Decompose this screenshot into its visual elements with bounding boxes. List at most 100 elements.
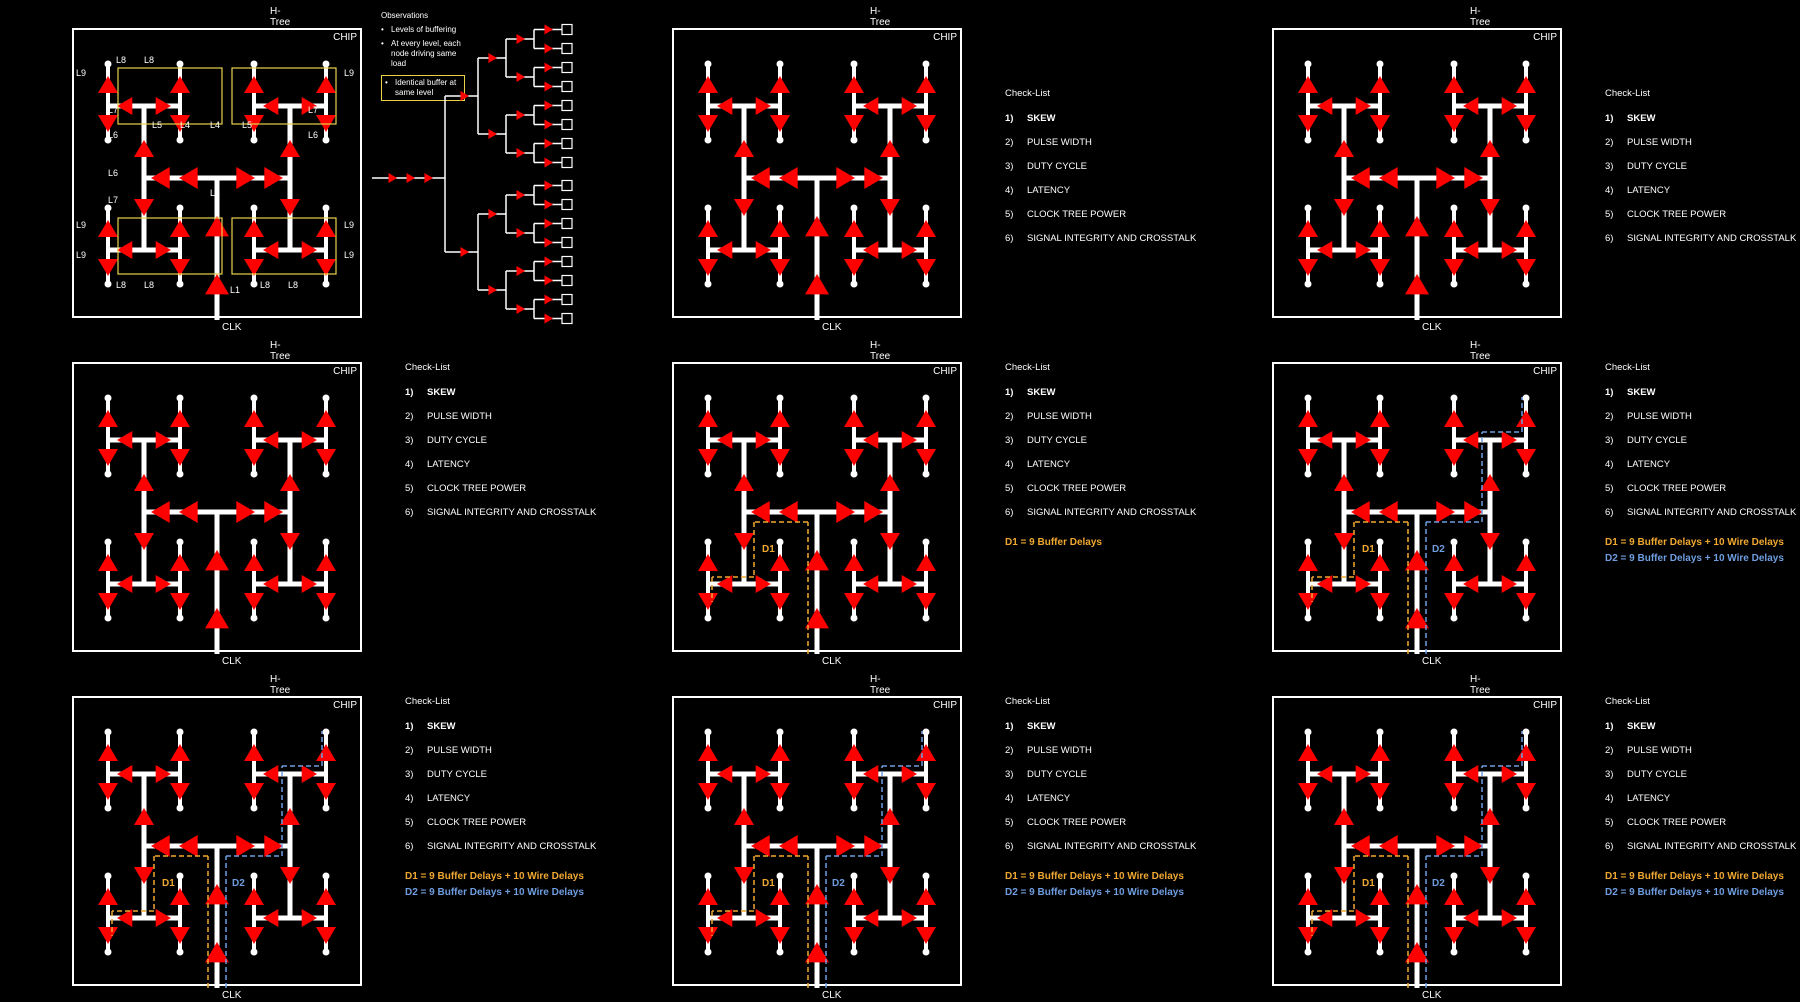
sink-node xyxy=(1304,204,1312,212)
buffer-triangle xyxy=(544,180,553,191)
sink-node xyxy=(1304,470,1312,478)
buffer-triangle xyxy=(170,76,190,93)
checklist-item-skew: 1)SKEW xyxy=(1605,721,1656,732)
d1-path-label: D1 xyxy=(162,878,175,889)
flop-box xyxy=(561,198,573,211)
buffer-triangle xyxy=(880,867,900,884)
htree-title: H-Tree xyxy=(270,674,291,696)
buffer-triangle xyxy=(544,313,553,324)
buffer-triangle xyxy=(316,76,336,93)
sink-node xyxy=(850,872,858,880)
buffer-triangle xyxy=(1334,199,1354,216)
buffer-triangle xyxy=(1516,115,1536,132)
buffer-triangle xyxy=(170,410,190,427)
sink-node xyxy=(1304,948,1312,956)
buffer-triangle xyxy=(280,140,300,157)
sink-node xyxy=(1304,804,1312,812)
sink-node xyxy=(104,804,112,812)
buffer-triangle xyxy=(516,110,525,120)
buffer-triangle xyxy=(1501,241,1517,259)
buffer-triangle xyxy=(779,501,798,523)
checklist-item-signal-integrity: 6)SIGNAL INTEGRITY AND CROSSTALK xyxy=(405,507,597,518)
d1-delay-summary: D1 = 9 Buffer Delays + 10 Wire Delays xyxy=(1605,871,1784,882)
level-box xyxy=(117,67,223,125)
level-box xyxy=(117,217,223,275)
checklist-item-pulse-width: 2)PULSE WIDTH xyxy=(1005,137,1092,148)
buffer-triangle xyxy=(734,140,754,157)
flop-box xyxy=(561,312,573,325)
checklist-item-signal-integrity: 6)SIGNAL INTEGRITY AND CROSSTALK xyxy=(1005,841,1197,852)
buffer-triangle xyxy=(244,220,264,237)
sink-node xyxy=(104,728,112,736)
buffer-triangle xyxy=(179,835,198,857)
level-label: L8 xyxy=(260,280,270,290)
sink-node xyxy=(850,470,858,478)
buffer-triangle xyxy=(863,765,879,783)
level-label: L9 xyxy=(344,68,354,78)
checklist-item-pulse-width: 2)PULSE WIDTH xyxy=(1605,137,1692,148)
buffer-triangle xyxy=(734,474,754,491)
buffer-triangle xyxy=(1501,909,1517,927)
buffer-triangle xyxy=(717,765,733,783)
buffer-triangle xyxy=(117,909,133,927)
d1-path-label: D1 xyxy=(762,544,775,555)
buffer-triangle xyxy=(1370,554,1390,571)
sink-node xyxy=(922,728,930,736)
buffer-triangle xyxy=(844,554,864,571)
checklist-item-signal-integrity: 6)SIGNAL INTEGRITY AND CROSSTALK xyxy=(405,841,597,852)
sink-node xyxy=(776,948,784,956)
level-label: L9 xyxy=(344,250,354,260)
buffer-triangle xyxy=(488,129,497,139)
checklist-title: Check-List xyxy=(1005,362,1050,373)
buffer-triangle xyxy=(1405,608,1429,629)
flop-box xyxy=(561,236,573,249)
checklist: Check-List 1)SKEW 2)PULSE WIDTH 3)DUTY C… xyxy=(1605,88,1796,257)
checklist-item-latency: 4)LATENCY xyxy=(1005,185,1071,196)
buffer-triangle xyxy=(316,927,336,944)
clk-label: CLK xyxy=(222,990,242,1001)
buffer-triangle xyxy=(916,410,936,427)
buffer-triangle xyxy=(1370,410,1390,427)
buffer-triangle xyxy=(805,216,829,237)
buffer-triangle xyxy=(1298,554,1318,571)
flop-box xyxy=(561,61,573,74)
d2-path-label: D2 xyxy=(1432,878,1445,889)
sink-node xyxy=(922,280,930,288)
buffer-triangle xyxy=(179,167,198,189)
sink-node xyxy=(1304,728,1312,736)
checklist: Check-List 1)SKEW 2)PULSE WIDTH 3)DUTY C… xyxy=(1005,696,1196,898)
buffer-triangle xyxy=(205,550,229,571)
buffer-triangle xyxy=(1436,167,1455,189)
sink-node xyxy=(1376,394,1384,402)
buffer-triangle xyxy=(770,410,790,427)
buffer-triangle xyxy=(205,274,229,295)
sink-node xyxy=(1376,872,1384,880)
checklist: Check-List 1)SKEW 2)PULSE WIDTH 3)DUTY C… xyxy=(405,696,596,898)
sink-node xyxy=(1522,804,1530,812)
checklist-item-duty-cycle: 3)DUTY CYCLE xyxy=(1605,161,1688,172)
sink-node xyxy=(1304,136,1312,144)
buffer-triangle xyxy=(316,783,336,800)
sink-node xyxy=(322,614,330,622)
d2-delay-summary: D2 = 9 Buffer Delays + 10 Wire Delays xyxy=(1605,553,1784,564)
buffer-triangle xyxy=(117,575,133,593)
buffer-triangle xyxy=(544,157,553,168)
sink-node xyxy=(1376,136,1384,144)
buffer-triangle xyxy=(488,285,497,295)
buffer-triangle xyxy=(916,783,936,800)
sink-node xyxy=(104,872,112,880)
buffer-triangle xyxy=(516,34,525,44)
sink-node xyxy=(1450,872,1458,880)
buffer-triangle xyxy=(844,888,864,905)
buffer-triangle xyxy=(916,449,936,466)
sink-node xyxy=(850,204,858,212)
buffer-triangle xyxy=(916,744,936,761)
sink-node xyxy=(176,804,184,812)
buffer-triangle xyxy=(916,593,936,610)
checklist: Check-List 1)SKEW 2)PULSE WIDTH 3)DUTY C… xyxy=(405,362,596,531)
buffer-triangle xyxy=(844,259,864,276)
sink-node xyxy=(1450,60,1458,68)
sink-node xyxy=(704,394,712,402)
buffer-triangle xyxy=(244,783,264,800)
